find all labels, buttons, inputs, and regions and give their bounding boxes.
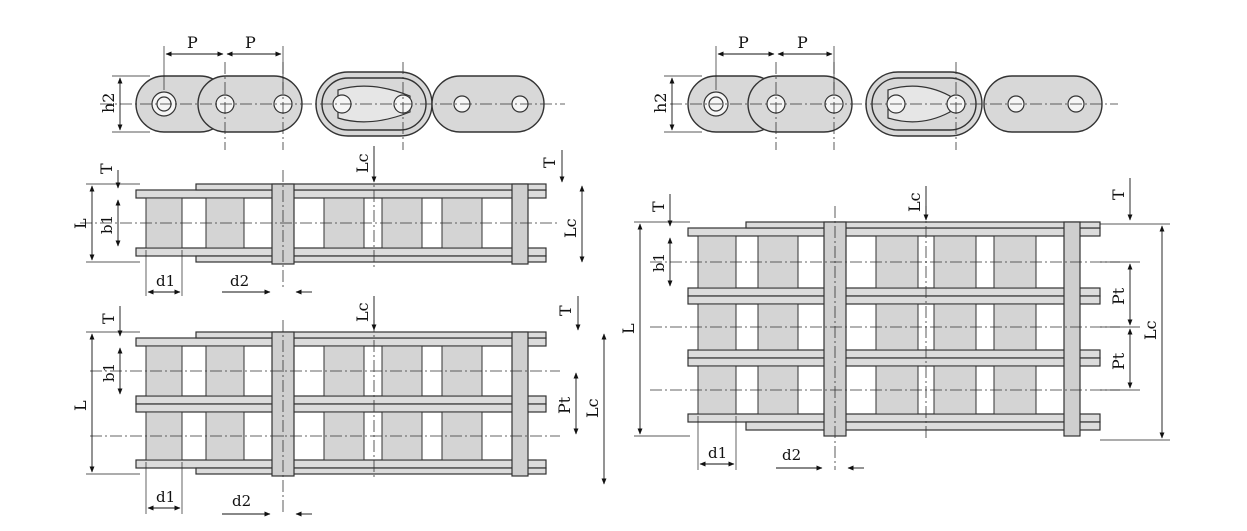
label-d2-duplex: d2: [232, 492, 251, 510]
label-Lc-top-simplex: Lc: [353, 153, 372, 173]
label-T-simplex-right: T: [540, 157, 559, 168]
label-L-triplex: L: [619, 323, 638, 334]
label-Lc-triplex: Lc: [1141, 320, 1160, 340]
label-b1-triplex: b1: [650, 253, 668, 272]
label-b1-simplex: b1: [98, 215, 116, 234]
label-pitch-1: P: [187, 33, 198, 52]
side-view-right: P P h2: [651, 33, 1118, 150]
label-d1-duplex: d1: [156, 488, 175, 506]
label-T-triplex-right: T: [1109, 189, 1128, 200]
label-b1-duplex: b1: [100, 363, 118, 382]
label-T-duplex-right: T: [556, 305, 575, 316]
plan-view-triplex: L b1 T T Lc Pt Pt Lc d1 d2: [619, 178, 1170, 471]
plan-view-simplex: L b1 T T Lc Lc d1 d2: [71, 146, 585, 296]
label-Lc-duplex: Lc: [583, 398, 602, 418]
label-pitch-2: P: [245, 33, 256, 52]
label-Lc-simplex: Lc: [561, 218, 580, 238]
label-Pt-duplex: Pt: [555, 396, 574, 414]
label-h2-right: h2: [651, 93, 670, 113]
label-h2: h2: [99, 93, 118, 113]
label-d1-triplex: d1: [708, 444, 727, 462]
side-view-left: P P h2: [99, 33, 565, 150]
label-pitch-3: P: [738, 33, 749, 52]
plan-view-duplex: L b1 T T Lc Pt Lc d1 d2: [71, 296, 607, 517]
label-d1-simplex: d1: [156, 272, 175, 290]
label-T-simplex: T: [97, 163, 116, 174]
label-pitch-4: P: [797, 33, 808, 52]
label-d2-triplex: d2: [782, 446, 801, 464]
label-T-duplex: T: [99, 313, 118, 324]
label-Lc-top-duplex: Lc: [353, 302, 372, 322]
label-Lc-top-triplex: Lc: [905, 192, 924, 212]
label-Pt-triplex-2: Pt: [1109, 352, 1128, 370]
label-Pt-triplex-1: Pt: [1109, 287, 1128, 305]
label-T-triplex: T: [649, 201, 668, 212]
label-L-simplex: L: [71, 218, 90, 229]
label-L-duplex: L: [71, 400, 90, 411]
label-d2-simplex: d2: [230, 272, 249, 290]
